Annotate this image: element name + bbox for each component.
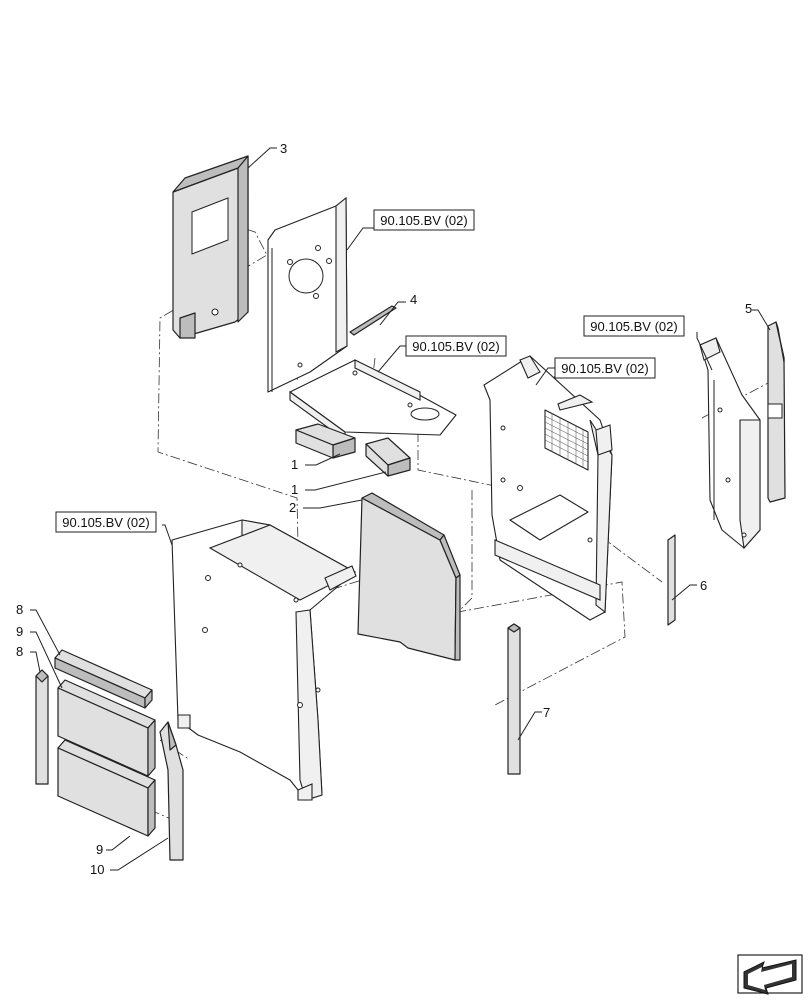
part-8-side-bar	[35, 669, 49, 785]
ref-box-top[interactable]: 90.105.BV (02)	[373, 209, 475, 231]
ref-box-right[interactable]: 90.105.BV (02)	[583, 315, 685, 337]
ref-label: 90.105.BV (02)	[62, 515, 149, 530]
callout-5: 5	[745, 301, 752, 316]
callout-9a: 9	[16, 624, 23, 639]
part-5-panel	[767, 321, 786, 503]
part-1-blocks	[295, 423, 411, 477]
top-frame-panel	[267, 196, 348, 393]
part-9-upper-pad	[57, 679, 156, 777]
callout-6: 6	[700, 578, 707, 593]
part-7-bar	[507, 623, 521, 775]
callout-2: 2	[289, 500, 296, 515]
rear-frame	[483, 355, 613, 621]
ref-label: 90.105.BV (02)	[380, 213, 467, 228]
grille	[544, 409, 589, 471]
ref-label: 90.105.BV (02)	[590, 319, 677, 334]
leader-lines	[30, 147, 771, 871]
ref-box-left[interactable]: 90.105.BV (02)	[55, 511, 157, 533]
callout-9b: 9	[96, 842, 103, 857]
ref-box-mid-right[interactable]: 90.105.BV (02)	[554, 357, 656, 379]
part-4-strip	[349, 305, 397, 336]
part-10-side-piece	[159, 721, 184, 861]
callout-3: 3	[280, 141, 287, 156]
callout-1b: 1	[291, 482, 298, 497]
part-3-panel	[172, 155, 249, 339]
callout-labels: 3 4 5 6 7 1 1 2 8 9 8 9 10	[16, 141, 752, 877]
callout-10: 10	[90, 862, 104, 877]
right-side-bracket	[699, 337, 761, 550]
callout-8a: 8	[16, 602, 23, 617]
callout-7: 7	[543, 705, 550, 720]
ref-box-mid-left[interactable]: 90.105.BV (02)	[405, 335, 507, 357]
part-6-strip	[667, 534, 676, 626]
ref-label: 90.105.BV (02)	[561, 361, 648, 376]
part-8-top-bar	[54, 649, 153, 709]
callout-4: 4	[410, 292, 417, 307]
part-9-lower-pad	[57, 739, 156, 837]
part-2-panel	[357, 492, 461, 661]
floor-plate	[289, 359, 457, 442]
callout-1a: 1	[291, 457, 298, 472]
left-main-frame	[171, 519, 357, 801]
ref-label: 90.105.BV (02)	[412, 339, 499, 354]
callout-8b: 8	[16, 644, 23, 659]
arrow-icon[interactable]	[737, 954, 803, 995]
